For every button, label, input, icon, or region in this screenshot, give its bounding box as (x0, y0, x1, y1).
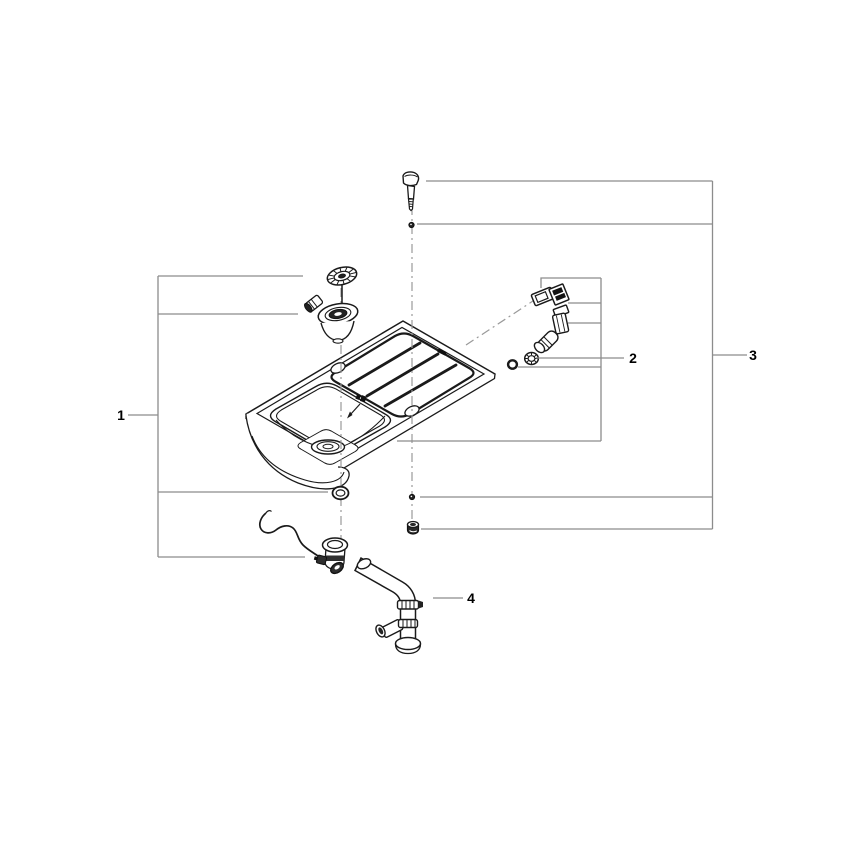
callout-label-2: 2 (629, 350, 637, 366)
screw-head-face (404, 174, 418, 178)
basket-strainer-body (304, 294, 359, 344)
overflow-cover-plate (548, 283, 570, 306)
basket-strainer-plug (326, 266, 358, 286)
trap-bottom-cap (394, 636, 422, 655)
drainboard-ridges (347, 341, 458, 408)
callout-label-3: 3 (749, 347, 757, 363)
tap-hole-marker (347, 393, 367, 419)
overflow-gasket (530, 286, 556, 307)
callout-bracket-3 (417, 180, 747, 530)
screw-thread-tip (407, 198, 414, 212)
trap-ring-nut-lower (397, 618, 419, 629)
fastening-nut (406, 520, 420, 535)
trap-ring-nut-upper (396, 599, 423, 610)
callout-bracket-2 (397, 277, 624, 442)
sink-unit-drawing (245, 320, 496, 490)
overflow-elbow-housing (533, 304, 570, 354)
mounting-screw (402, 171, 420, 212)
strainer-cup (320, 320, 355, 342)
bowl-inner-lip (275, 386, 386, 450)
overflow-locking-nut (523, 351, 540, 366)
sink-bowl-skirt-seam (251, 435, 345, 484)
callout-bracket-1 (128, 275, 328, 558)
brand-mark (437, 348, 447, 356)
bowl-drain-hole (310, 439, 346, 455)
overflow-hose-connector (313, 537, 349, 575)
sealing-washer (331, 485, 350, 501)
callout-label-1: 1 (117, 407, 125, 423)
overflow-hose (258, 510, 319, 557)
overflow-o-ring (506, 359, 519, 370)
callout-label-4: 4 (467, 590, 475, 606)
strainer-cup-nub (332, 338, 344, 344)
screw-o-ring (408, 221, 415, 229)
screw-shank (406, 184, 416, 200)
drain-trap-pipe (354, 556, 423, 655)
seal-dot (408, 493, 416, 501)
centerline-overflow-diagonal (465, 298, 537, 346)
